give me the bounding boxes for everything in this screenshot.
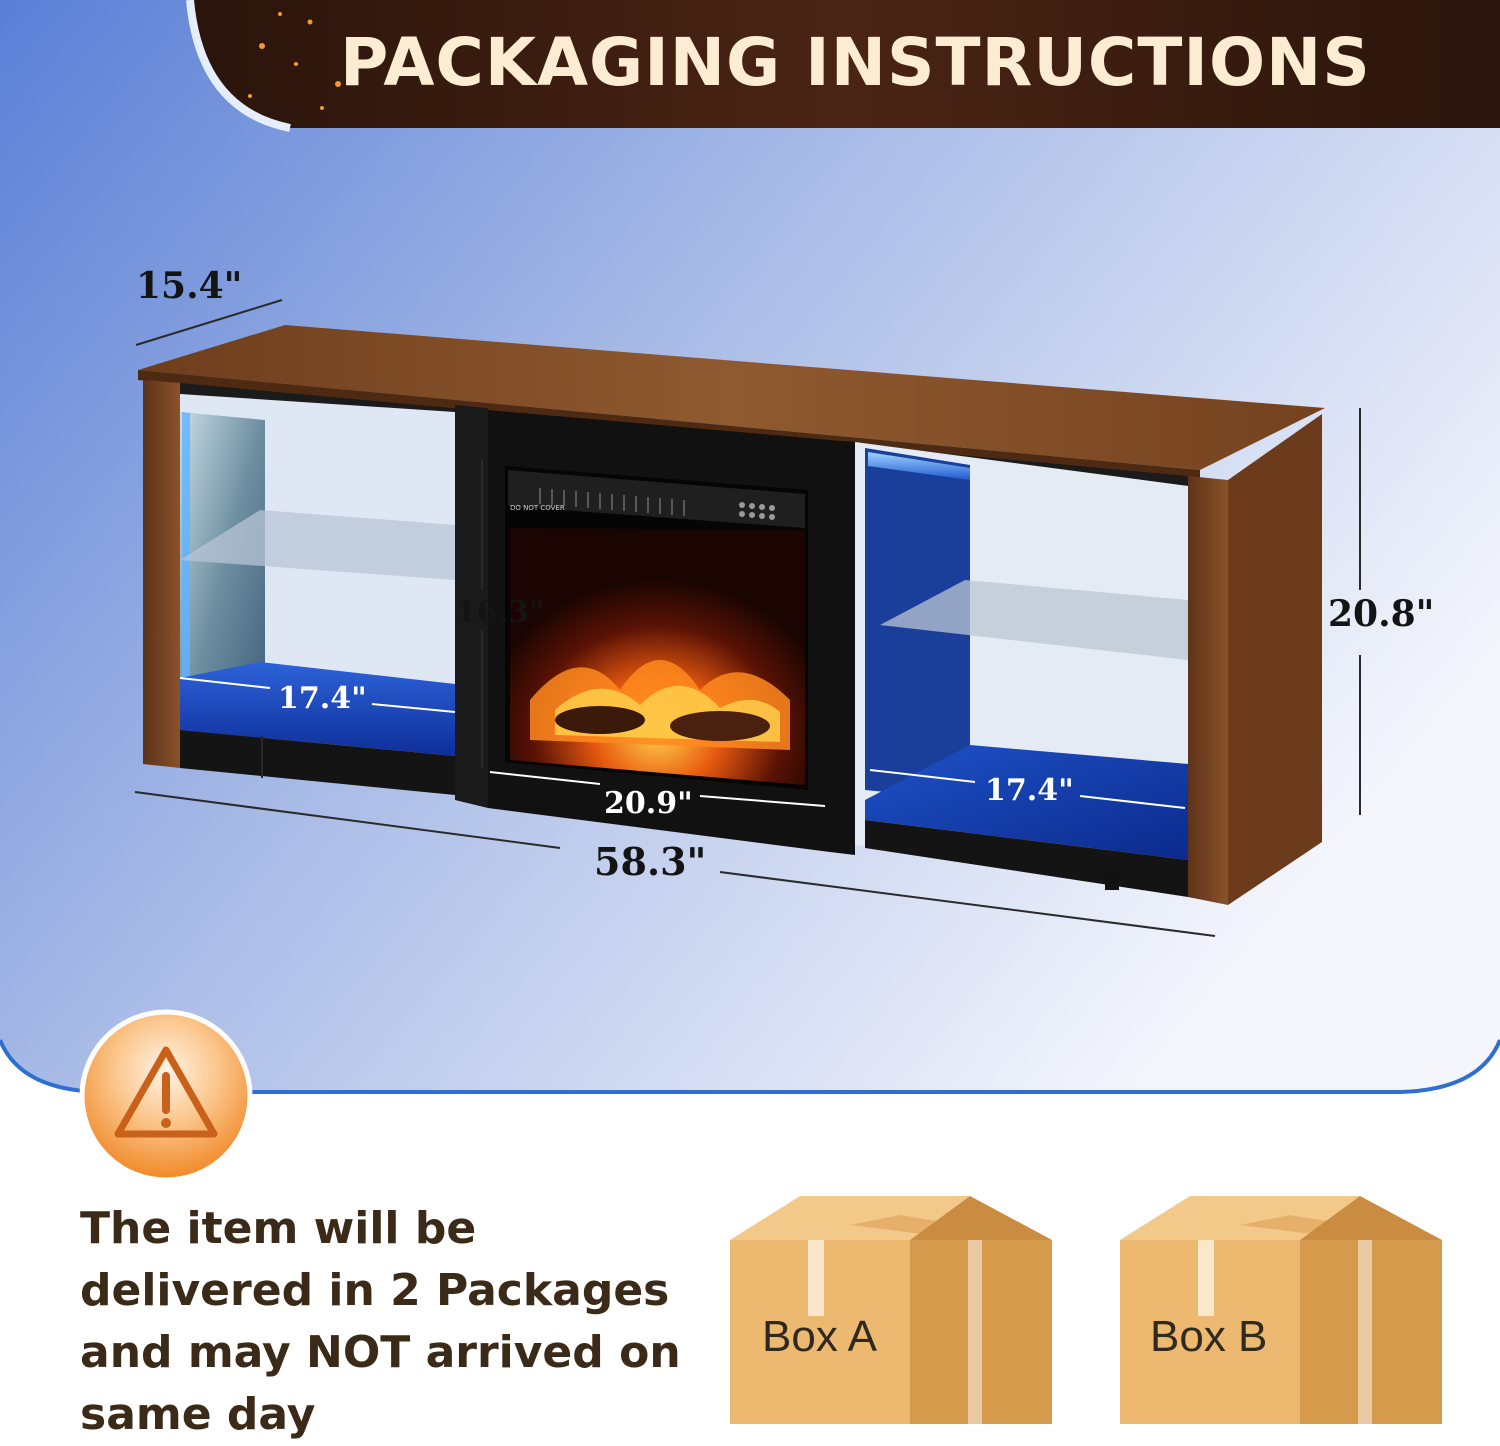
- left-marble-panel: [180, 412, 265, 740]
- notice-line-2: delivered in 2 Packages: [80, 1265, 670, 1316]
- stand-top: [138, 325, 1325, 470]
- delivery-notice: The item will be delivered in 2 Packages…: [80, 1198, 720, 1446]
- right-side-panel: [1188, 476, 1228, 905]
- backdrop-edge: [0, 1039, 1500, 1094]
- notice-line-1: The item will be: [80, 1203, 477, 1254]
- notice-line-3: and may NOT arrived on: [80, 1327, 681, 1378]
- ember-sparks: [248, 12, 362, 110]
- dimension-total-width: 58.3": [594, 839, 706, 884]
- tv-stand-illustration: DO NOT COVER: [134, 265, 1434, 937]
- fireplace-vent: [508, 470, 805, 528]
- box-b-label: Box B: [1150, 1312, 1268, 1361]
- box-a-label: Box A: [762, 1312, 877, 1361]
- box-b-illustration: [1120, 1196, 1442, 1424]
- left-glass-shelf: [180, 510, 455, 580]
- fireplace-log: [555, 706, 645, 734]
- fireplace-controls: [739, 502, 775, 520]
- notice-line-4: same day: [80, 1389, 316, 1440]
- right-glass-shelf: [880, 580, 1188, 660]
- warning-icon: [79, 1009, 253, 1183]
- dimension-right-shelf: 17.4": [985, 773, 1074, 808]
- box-a-illustration: [730, 1196, 1052, 1424]
- dimension-height: 20.8": [1328, 593, 1434, 635]
- dimension-base-height: 4": [266, 746, 300, 779]
- page-title: PACKAGING INSTRUCTIONS: [340, 24, 1371, 101]
- left-side-panel: [143, 380, 180, 768]
- fireplace-warning-label: DO NOT COVER: [510, 504, 565, 512]
- dimension-depth: 15.4": [136, 265, 242, 307]
- right-blue-floor: [865, 745, 1188, 860]
- header-swoosh: [186, 0, 291, 132]
- stand-foot: [1105, 872, 1119, 890]
- dimension-lines: [134, 299, 1361, 937]
- header-banner: [190, 0, 1500, 128]
- dimension-fireplace-width: 20.9": [604, 786, 693, 821]
- dimension-fireplace-height: 16.3": [456, 595, 545, 630]
- dimension-left-shelf: 17.4": [278, 681, 367, 716]
